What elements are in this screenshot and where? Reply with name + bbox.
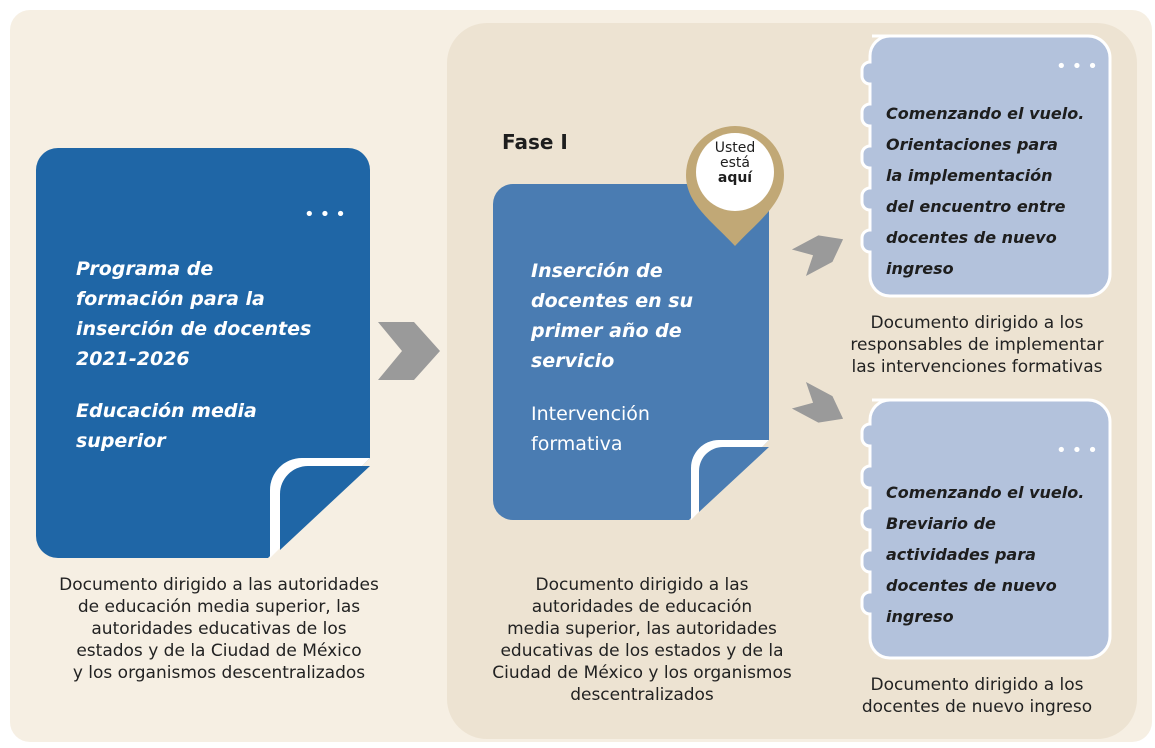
guide-title: Comenzando el vuelo. Orientaciones para …	[886, 98, 1108, 284]
arrow-right-icon	[378, 322, 440, 380]
caption-line: Documento dirigido a las autoridades	[59, 575, 379, 595]
caption-line: Documento dirigido a los	[870, 675, 1084, 695]
guide-title-line: la implementación	[886, 166, 1053, 185]
program-title-line: 2021-2026	[76, 348, 190, 370]
program-subtitle: Educación media superior	[76, 396, 366, 456]
guide-title-line: docentes de nuevo	[886, 228, 1057, 247]
caption-line: Documento dirigido a las	[535, 575, 749, 595]
arrow-down-right-icon	[791, 382, 844, 423]
pin-line-bold: aquí	[686, 171, 784, 186]
program-caption: Documento dirigido a las autoridades de …	[24, 574, 414, 684]
caption-line: responsables de implementar	[850, 335, 1104, 355]
caption-line: estados y de la Ciudad de México	[76, 641, 362, 661]
breviary-caption: Documento dirigido a los docentes de nue…	[832, 674, 1122, 718]
phase-label: Fase I	[502, 130, 568, 154]
guide-document-shape	[860, 34, 1112, 298]
phase-doc-type-line: formativa	[531, 433, 623, 455]
program-subtitle-line: Educación media	[76, 400, 257, 422]
you-are-here-label: Usted está aquí	[686, 141, 784, 186]
caption-line: media superior, las autoridades	[507, 619, 777, 639]
program-title-line: Programa de	[76, 258, 214, 280]
caption-line: autoridades educativas de los	[91, 619, 347, 639]
more-dots-icon: •••	[1056, 56, 1103, 77]
guide-caption: Documento dirigido a los responsables de…	[832, 312, 1122, 378]
program-document: ••• Programa de formación para la inserc…	[36, 148, 370, 558]
location-pin-icon	[686, 126, 784, 246]
caption-line: las intervenciones formativas	[851, 357, 1103, 377]
phase-doc-title-line: servicio	[531, 350, 615, 372]
breviary-title-line: ingreso	[886, 607, 954, 626]
breviary-document: ••• Comenzando el vuelo. Breviario de ac…	[852, 398, 1112, 660]
phase-doc-type: Intervención formativa	[531, 399, 767, 459]
pin-line: Usted	[714, 140, 756, 156]
caption-line: de educación media superior, las	[77, 597, 361, 617]
caption-line: educativas de los estados y de la	[500, 641, 784, 661]
caption-line: y los organismos descentralizados	[72, 663, 366, 683]
arrow-up-right-icon	[791, 235, 844, 276]
caption-line: Ciudad de México y los organismos	[492, 663, 792, 683]
breviary-document-shape	[860, 398, 1112, 660]
phase-doc-title-line: docentes en su	[531, 290, 694, 312]
phase-document: Inserción de docentes en su primer año d…	[493, 184, 769, 520]
guide-title-line: Orientaciones para	[886, 135, 1058, 154]
more-dots-icon: •••	[1056, 440, 1103, 461]
more-dots-icon: •••	[304, 204, 351, 225]
program-subtitle-line: superior	[76, 430, 166, 452]
guide-title-line: ingreso	[886, 259, 954, 278]
guide-title-line: del encuentro entre	[886, 197, 1066, 216]
guide-document: ••• Comenzando el vuelo. Orientaciones p…	[852, 34, 1112, 298]
guide-title-line: Comenzando el vuelo.	[886, 104, 1085, 123]
program-document-shape	[36, 148, 370, 558]
phase-doc-title-line: Inserción de	[531, 260, 663, 282]
caption-line: docentes de nuevo ingreso	[861, 697, 1093, 717]
caption-line: autoridades de educación	[531, 597, 753, 617]
breviary-title-line: docentes de nuevo	[886, 576, 1057, 595]
phase-doc-type-line: Intervención	[531, 403, 650, 425]
breviary-title-line: Comenzando el vuelo.	[886, 483, 1085, 502]
caption-line: descentralizados	[570, 685, 714, 705]
pin-line: está	[720, 155, 750, 171]
phase-caption: Documento dirigido a las autoridades de …	[462, 574, 822, 706]
program-title-line: formación para la	[76, 288, 265, 310]
program-title: Programa de formación para la inserción …	[76, 254, 366, 374]
program-title-line: inserción de docentes	[76, 318, 312, 340]
breviary-title-line: actividades para	[886, 545, 1036, 564]
pin-bold-text: aquí	[717, 170, 753, 186]
phase-document-shape	[493, 184, 769, 520]
phase-doc-title-line: primer año de	[531, 320, 682, 342]
breviary-title-line: Breviario de	[886, 514, 996, 533]
breviary-title: Comenzando el vuelo. Breviario de activi…	[886, 477, 1108, 632]
phase-doc-title: Inserción de docentes en su primer año d…	[531, 256, 767, 376]
caption-line: Documento dirigido a los	[870, 313, 1084, 333]
